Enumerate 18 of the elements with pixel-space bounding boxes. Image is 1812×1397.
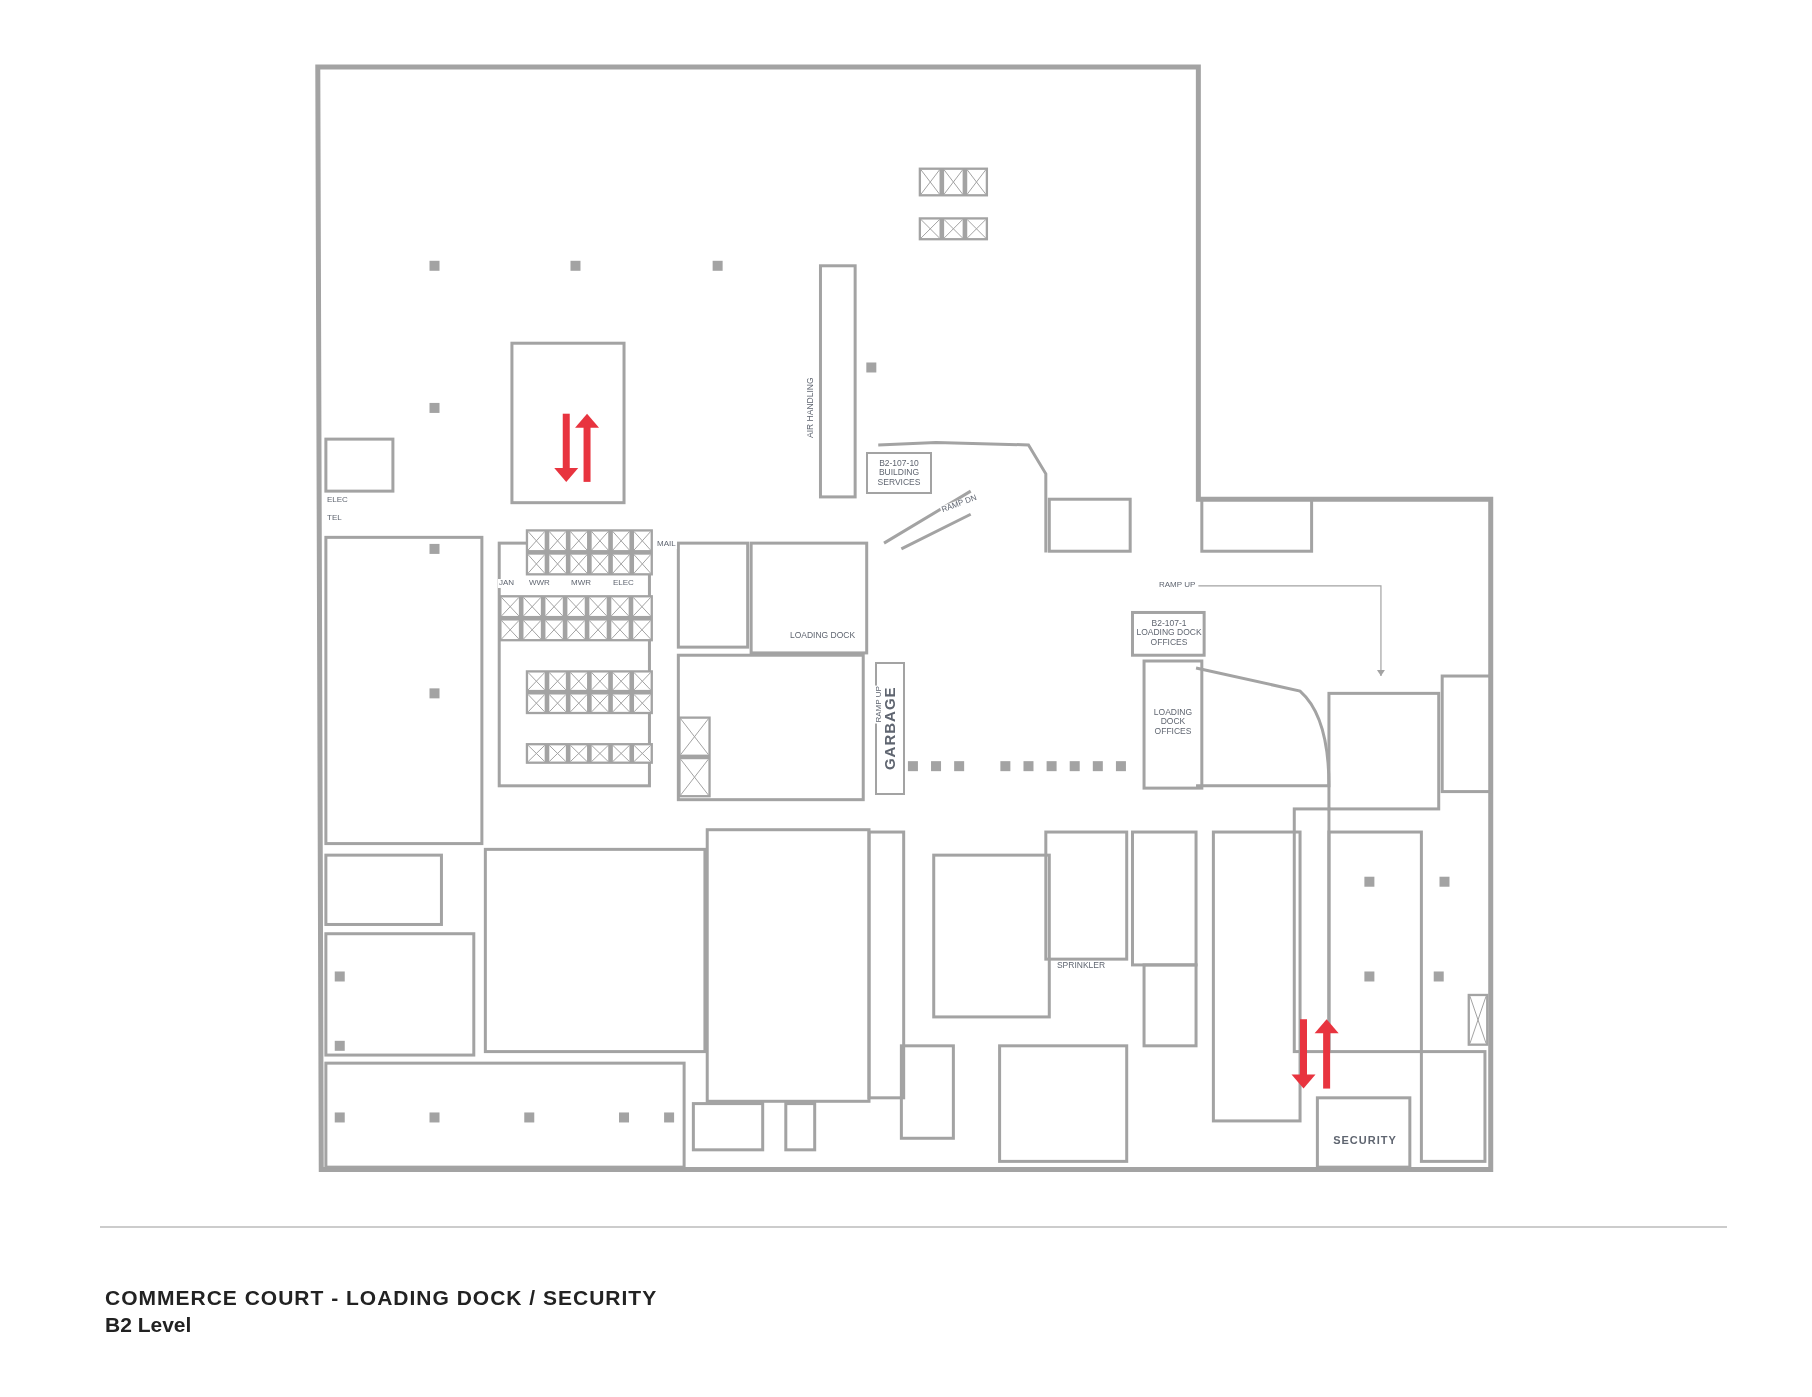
room-label: B2-107-1 LOADING DOCK OFFICES [1136, 619, 1202, 647]
room-label: SPRINKLER [1056, 961, 1106, 971]
room-label: AIR HANDLING [805, 377, 815, 439]
room-label: ELEC [326, 496, 349, 505]
room-label: ELEC [612, 579, 635, 588]
room-label: MAIL [656, 540, 677, 549]
title: COMMERCE COURT - LOADING DOCK / SECURITY [105, 1286, 658, 1310]
room-label: TEL [326, 514, 343, 523]
garbage-room-box [875, 662, 905, 795]
room-label: RAMP UP [874, 685, 884, 724]
caption: B2 Level [105, 1313, 192, 1337]
room-label: WWR [528, 579, 551, 588]
room-label: LOADING DOCK [789, 631, 856, 641]
room-label: RAMP UP [1158, 581, 1197, 590]
room-box [866, 452, 932, 494]
room-label: SECURITY [1333, 1133, 1397, 1147]
room-label: MWR [570, 579, 592, 588]
room-label: JAN [498, 579, 516, 588]
